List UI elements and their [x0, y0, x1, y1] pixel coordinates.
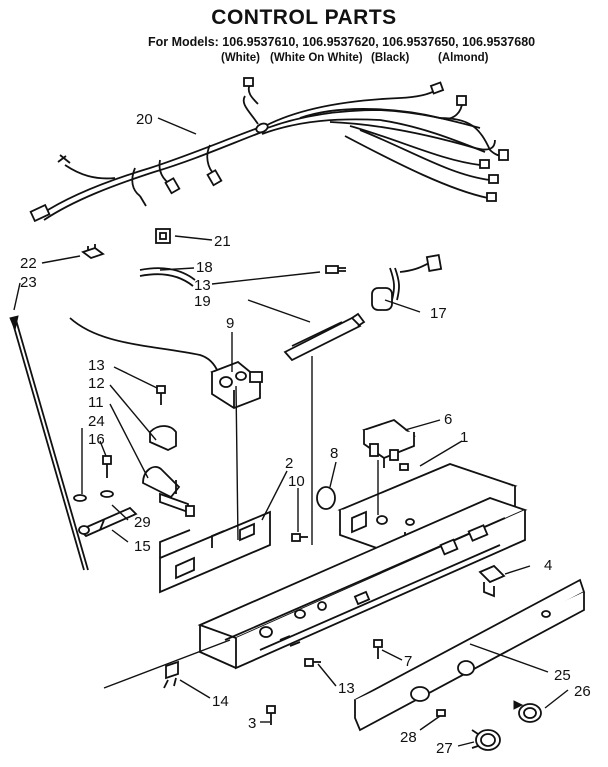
callout-1: 1: [460, 429, 468, 446]
callout-3: 3: [248, 715, 256, 732]
rod-and-bracket: [9, 244, 105, 571]
screw-top: [325, 265, 346, 274]
variant-white: (White): [221, 52, 260, 64]
lever-assembly: [73, 455, 138, 538]
callout-18: 18: [196, 259, 213, 276]
callout-13-top: 13: [194, 277, 211, 294]
callout-21: 21: [214, 233, 231, 250]
callout-2: 2: [285, 455, 293, 472]
callout-11: 11: [88, 394, 104, 411]
callout-12: 12: [88, 375, 105, 392]
callout-16: 16: [88, 431, 105, 448]
wire-harness: [29, 77, 509, 223]
callout-28: 28: [400, 729, 417, 746]
callout-19: 19: [194, 293, 211, 310]
lens-part-26: [513, 700, 542, 723]
callout-8: 8: [330, 445, 338, 462]
socket-part-4: [478, 564, 506, 598]
callout-14: 14: [212, 693, 229, 710]
variant-black: (Black): [371, 52, 410, 64]
screw-bottom: [304, 658, 321, 667]
knob-part-27: [471, 729, 501, 751]
callout-25: 25: [554, 667, 571, 684]
clip-part-14: [163, 660, 179, 689]
callout-29: 29: [134, 514, 151, 531]
variant-white-on-white: (White On White): [270, 52, 363, 64]
control-panel-housing: [197, 497, 528, 670]
callout-9: 9: [226, 315, 234, 332]
callout-22: 22: [20, 255, 37, 272]
callout-20: 20: [136, 111, 153, 128]
callout-13-left: 13: [88, 357, 105, 374]
thermistor-part-17: [371, 254, 443, 311]
model-variants: (White) (White On White) (Black) (Almond…: [0, 52, 608, 68]
screw-part-3: [266, 705, 276, 725]
diagram-title: CONTROL PARTS: [211, 6, 397, 29]
mounting-bracket-part-2: [159, 510, 271, 594]
callout-10: 10: [288, 473, 305, 490]
sensor-part-19: [283, 312, 366, 362]
callout-13-bottom: 13: [338, 680, 355, 697]
callout-leaders: [13, 117, 569, 747]
callout-15: 15: [134, 538, 151, 555]
callout-26: 26: [574, 683, 591, 700]
control-module-part-9: [69, 317, 263, 410]
knob-assembly-left: [142, 385, 195, 517]
variant-almond: (Almond): [438, 52, 489, 64]
damper-motor-part-6: [362, 418, 416, 468]
callout-24: 24: [88, 413, 105, 430]
callout-27: 27: [436, 740, 453, 757]
callout-labels: 20 21 22 23 18 13 19 17 9 13 12 11 24 16…: [20, 111, 591, 757]
knob-insert-part-8: [316, 486, 336, 510]
screw-part-7: [373, 639, 383, 659]
callout-17: 17: [430, 305, 447, 322]
callout-23: 23: [20, 274, 37, 291]
screw-part-10: [291, 533, 308, 542]
callout-7: 7: [404, 653, 412, 670]
callout-6: 6: [444, 411, 452, 428]
models-line: For Models: 106.9537610, 106.9537620, 10…: [148, 35, 536, 49]
callout-4: 4: [544, 557, 552, 574]
front-panel-part-25: [353, 578, 586, 732]
